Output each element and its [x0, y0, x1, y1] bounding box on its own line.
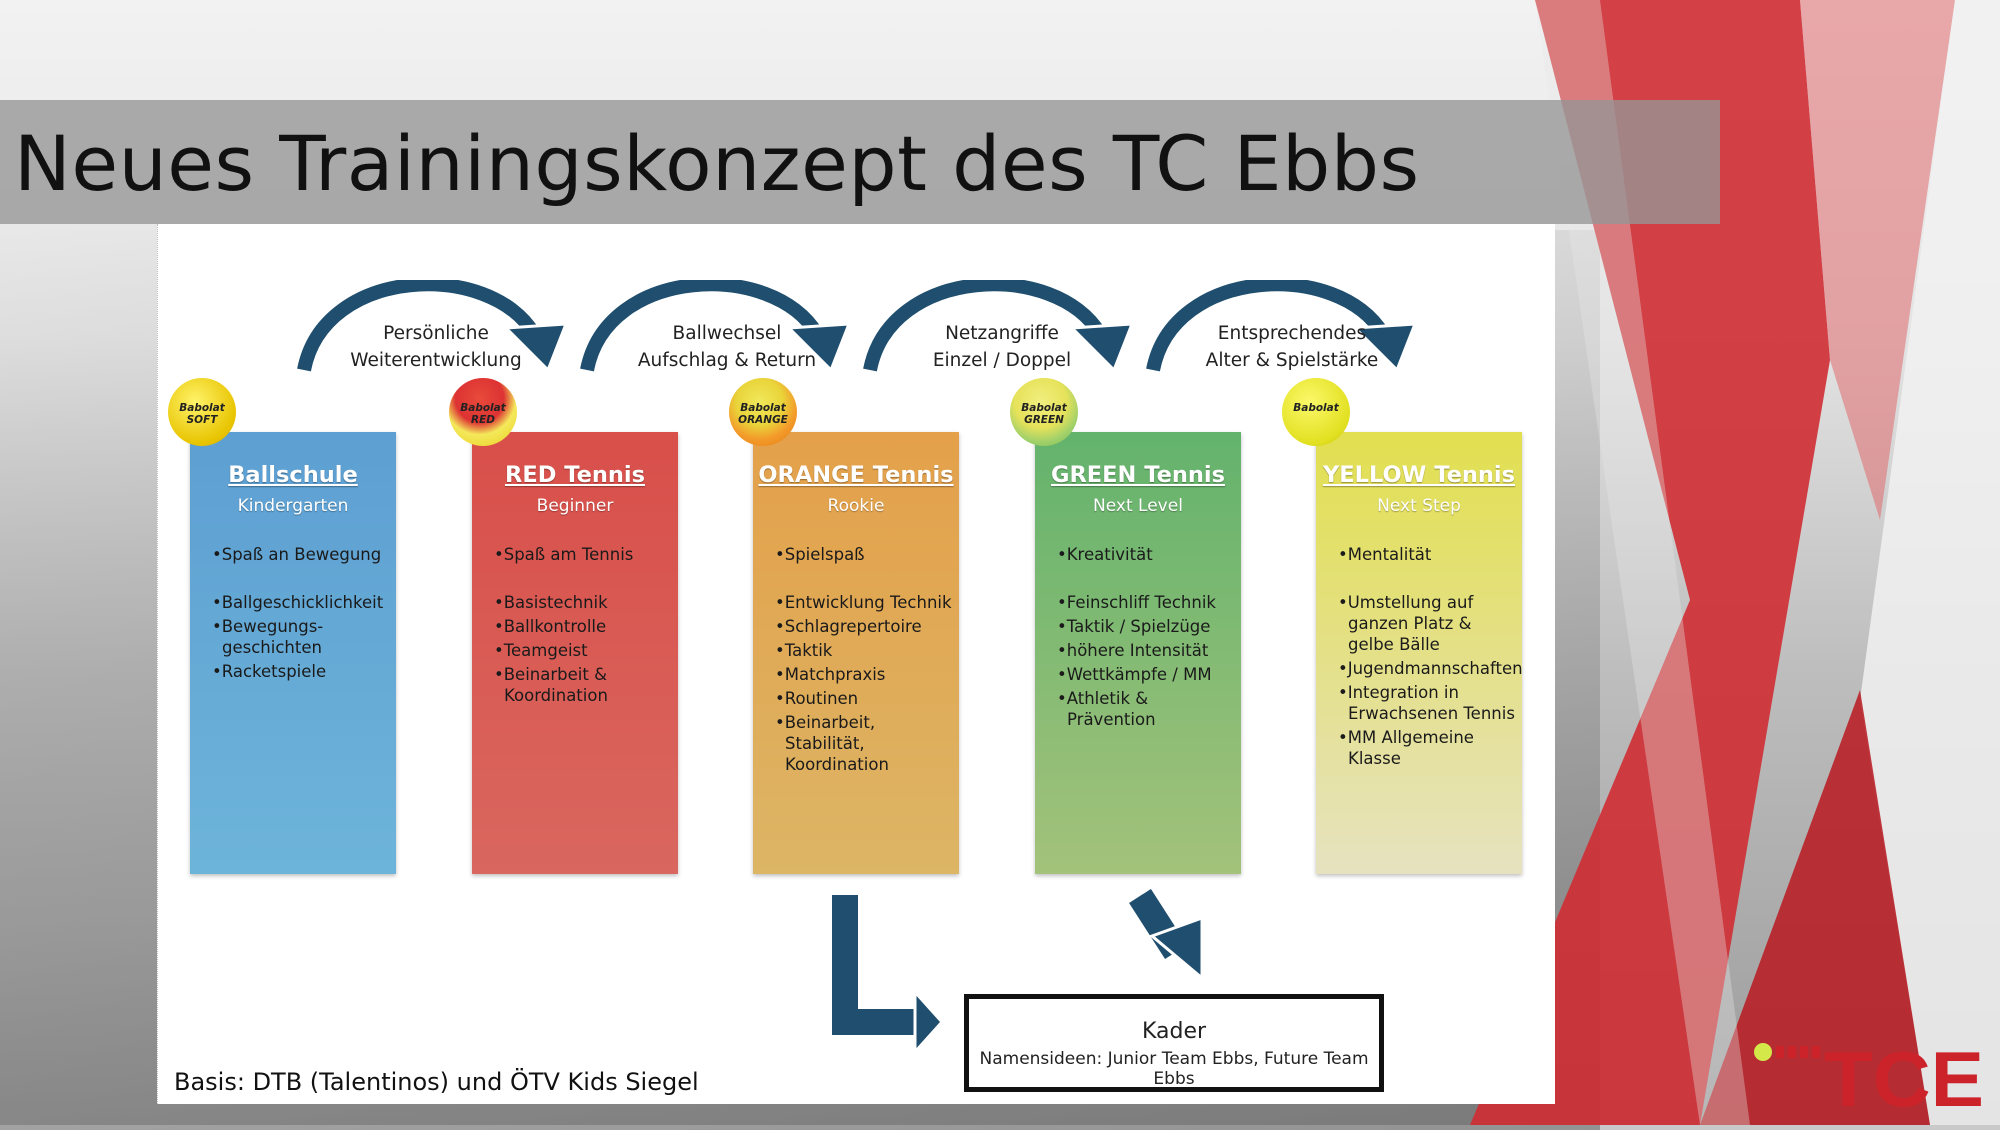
tce-logo: TCE: [1754, 1040, 1984, 1114]
list-item: Ballkontrolle: [494, 616, 672, 637]
list-item: Matchpraxis: [775, 664, 953, 685]
list-item: Mentalität: [1338, 544, 1516, 565]
list-item: Kreativität: [1057, 544, 1235, 565]
column-items: Spaß am Tennis Basistechnik Ballkontroll…: [494, 544, 672, 709]
list-item: höhere Intensität: [1057, 640, 1235, 661]
column-subtitle: Next Step: [1377, 496, 1461, 516]
column-subtitle: Kindergarten: [237, 496, 349, 516]
list-item: Integration in Erwachsenen Tennis: [1338, 682, 1516, 724]
kader-box: Kader Namensideen: Junior Team Ebbs, Fut…: [964, 994, 1384, 1092]
red-ball-icon: Babolat RED: [449, 378, 517, 446]
column-subtitle: Beginner: [536, 496, 614, 516]
list-item: Umstellung auf ganzen Platz & gelbe Bäll…: [1338, 592, 1516, 655]
list-item: Beinarbeit, Stabilität, Koordination: [775, 712, 953, 775]
list-item: MM Allgemeine Klasse: [1338, 727, 1516, 769]
column-title: ORANGE Tennis: [758, 462, 954, 488]
column-title: YELLOW Tennis: [1322, 462, 1516, 488]
list-item: Entwicklung Technik: [775, 592, 953, 613]
column-subtitle: Next Level: [1093, 496, 1183, 516]
list-item: Wettkämpfe / MM: [1057, 664, 1235, 685]
list-item: Spielspaß: [775, 544, 953, 565]
list-item: Teamgeist: [494, 640, 672, 661]
list-item: Beinarbeit & Koordination: [494, 664, 672, 706]
list-item: Jugendmannschaften: [1338, 658, 1523, 679]
list-item: Spaß am Tennis: [494, 544, 672, 565]
column-items: Kreativität Feinschliff Technik Taktik /…: [1057, 544, 1235, 733]
list-item: Bewegungs-geschichten: [212, 616, 390, 658]
column-items: Mentalität Umstellung auf ganzen Platz &…: [1338, 544, 1523, 772]
column-yellow-tennis: YELLOW Tennis Next Step Mentalität Umste…: [1316, 432, 1523, 874]
column-green-tennis: GREEN Tennis Next Level Kreativität Fein…: [1035, 432, 1241, 874]
column-title: GREEN Tennis: [1051, 462, 1225, 488]
list-item: Athletik & Prävention: [1057, 688, 1235, 730]
column-subtitle: Rookie: [827, 496, 885, 516]
kader-arrows: [830, 887, 1204, 1056]
green-ball-icon: Babolat GREEN: [1010, 378, 1078, 446]
list-item: Feinschliff Technik: [1057, 592, 1235, 613]
column-items: Spielspaß Entwicklung Technik Schlagrepe…: [775, 544, 953, 778]
column-title: RED Tennis: [505, 462, 645, 488]
list-item: Racketspiele: [212, 661, 390, 682]
list-item: Spaß an Bewegung: [212, 544, 390, 565]
column-ballschule: Ballschule Kindergarten Spaß an Bewegung…: [190, 432, 396, 874]
orange-ball-icon: Babolat ORANGE: [729, 378, 797, 446]
kader-subtitle: Namensideen: Junior Team Ebbs, Future Te…: [979, 1049, 1369, 1089]
basis-note: Basis: DTB (Talentinos) und ÖTV Kids Sie…: [174, 1068, 699, 1096]
list-item: Ballgeschicklichkeit: [212, 592, 390, 613]
soft-ball-icon: Babolat SOFT: [168, 378, 236, 446]
list-item: Basistechnik: [494, 592, 672, 613]
list-item: Taktik: [775, 640, 953, 661]
kader-title: Kader: [1141, 1019, 1207, 1044]
column-orange-tennis: ORANGE Tennis Rookie Spielspaß Entwicklu…: [753, 432, 959, 874]
page-title: Neues Trainingskonzept des TC Ebbs: [14, 119, 1420, 208]
column-items: Spaß an Bewegung Ballgeschicklichkeit Be…: [212, 544, 390, 685]
title-band: [0, 100, 1720, 224]
list-item: Taktik / Spielzüge: [1057, 616, 1235, 637]
logo-text: TCE: [1824, 1040, 1984, 1114]
list-item: Schlagrepertoire: [775, 616, 953, 637]
column-title: Ballschule: [228, 462, 358, 488]
column-red-tennis: RED Tennis Beginner Spaß am Tennis Basis…: [472, 432, 678, 874]
list-item: Routinen: [775, 688, 953, 709]
yellow-ball-icon: Babolat: [1282, 378, 1350, 446]
